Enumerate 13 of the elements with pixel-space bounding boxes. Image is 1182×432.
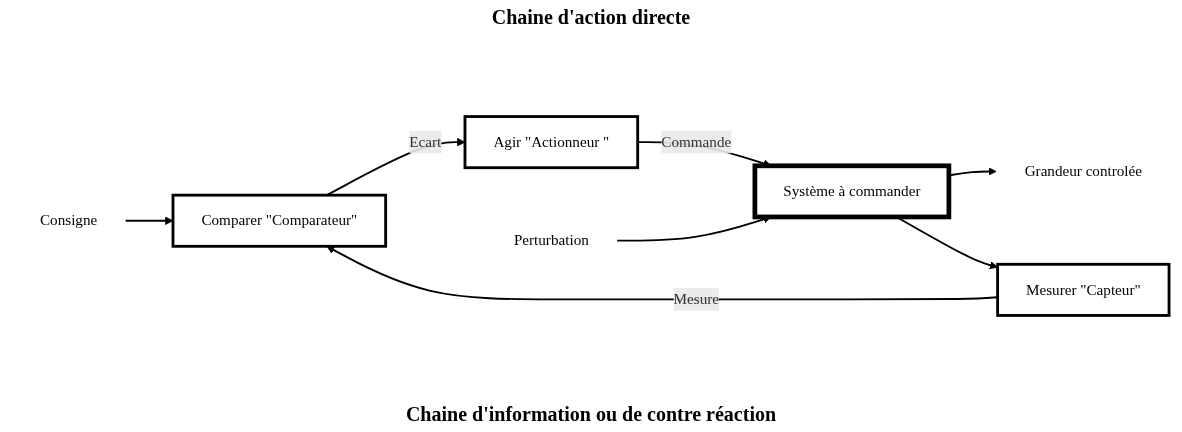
brace-caption: Chaine d'information ou de contre réaction <box>405 403 777 426</box>
node-text: Grandeur controlée <box>1024 162 1143 180</box>
node-text: Perturbation <box>513 232 589 249</box>
arrow <box>124 216 174 225</box>
edge-label: Mesure <box>673 290 720 307</box>
node-box: Système à commander <box>752 163 952 220</box>
brace-caption: Chaine d'action directe <box>491 6 691 29</box>
node-text: Consigne <box>39 212 98 229</box>
node-box: Agir "Actionneur " <box>463 115 640 170</box>
edge-label: Ecart <box>409 133 442 150</box>
edge-label: Commande <box>661 133 732 150</box>
node-box: Mesurer "Capteur" <box>996 262 1171 317</box>
node-box: Comparer "Comparateur" <box>171 193 388 248</box>
